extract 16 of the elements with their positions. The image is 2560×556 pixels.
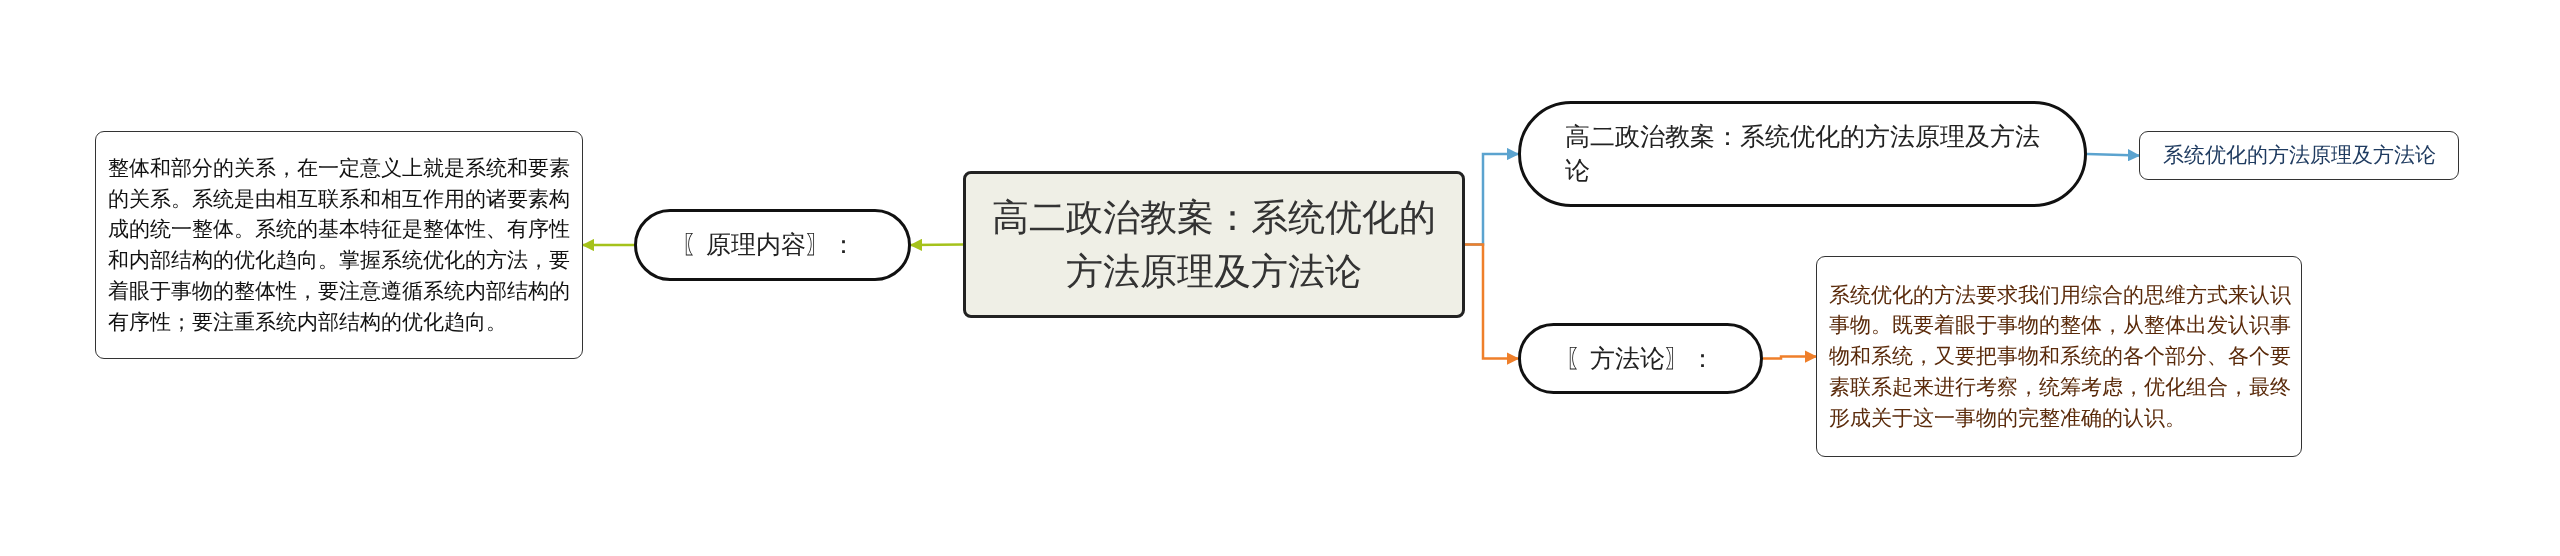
node-text: 系统优化的方法原理及方法论 [2162, 142, 2436, 169]
topic-box [2139, 131, 2459, 180]
connector-arrow [581, 238, 634, 252]
connector-arrow [1465, 243, 1520, 365]
note-box [1816, 256, 2302, 457]
topic-box [963, 171, 1465, 318]
node-text: 高二政治教案：系统优化的方法原理及方法论 [1565, 121, 2040, 187]
node-text: 〖原理内容〗： [681, 229, 856, 262]
node-text: 整体和部分的关系，在一定意义上就是系统和要素的关系。系统是由相互联系和相互作用的诸要素构成的统一整体。系统的基本特征是整体性、有序性和内部结构的优化趋向。掌握系统优化的方法，要着眼于事物的整体性，要注意遵循系统内部结构的有序性；要注重系统内部结构的优化趋向。 [108, 154, 571, 336]
node-text: 高二政治教案：系统优化的方法原理及方法论 [991, 194, 1437, 295]
note-box [95, 131, 583, 359]
connector-arrow [1763, 350, 1818, 363]
connector-arrow [909, 238, 963, 252]
node-text: 〖方法论〗： [1565, 342, 1715, 375]
connector-arrow [2086, 148, 2141, 162]
node-text: 系统优化的方法要求我们用综合的思维方式来认识事物。既要着眼于事物的整体，从整体出发认识事物和系统，又要把事物和系统的各个部分、各个要素联系起来进行考察，统筹考虑，优化组合，最终形成关于这一事物的完整准确的认识。 [1829, 281, 2291, 432]
